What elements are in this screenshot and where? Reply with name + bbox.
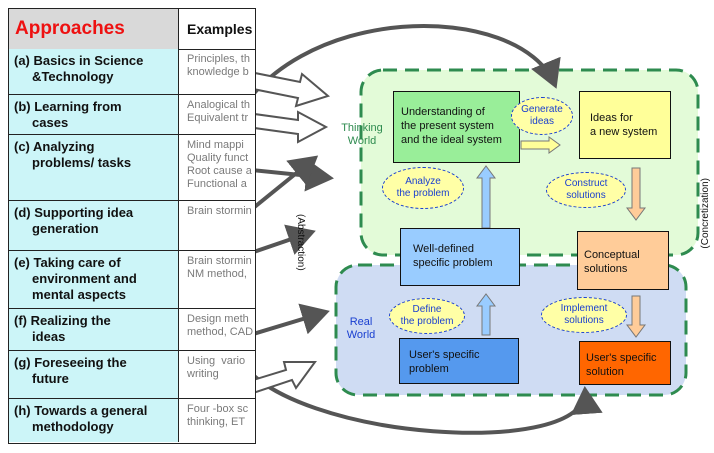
analyze-problem-ellipse: Analyze the problem — [382, 167, 464, 209]
implement-solutions-ellipse: Implement solutions — [541, 297, 627, 333]
define-problem-ellipse: Define the problem — [389, 298, 465, 334]
approach-cell: (g) Foreseeing the future — [9, 351, 179, 398]
arrow-conceptual-to-solution — [626, 295, 646, 338]
table-row: (b) Learning from cases Analogical th Eq… — [9, 95, 255, 135]
approach-cell: (f) Realizing the ideas — [9, 309, 179, 350]
ideas-box: Ideas for a new system — [579, 91, 671, 159]
examples-cell: Brain stormin — [187, 205, 252, 217]
approach-cell: (d) Supporting idea generation — [9, 201, 179, 250]
users-specific-problem-box: User's specific problem — [399, 338, 519, 384]
table-header: Approaches Examples — [9, 9, 255, 50]
well-defined-problem-box: Well-defined specific problem — [400, 228, 520, 286]
table-row: (d) Supporting idea generation Brain sto… — [9, 201, 255, 251]
table-row: (f) Realizing the ideas Design meth meth… — [9, 309, 255, 351]
construct-solutions-ellipse: Construct solutions — [546, 172, 626, 208]
examples-cell: Using vario writing — [187, 355, 246, 380]
table-row: (a) Basics in Science &Technology Princi… — [9, 49, 255, 95]
approach-cell: (a) Basics in Science &Technology — [9, 49, 179, 94]
generate-ideas-ellipse: Generate ideas — [511, 97, 573, 135]
arrow-welldefined-to-understanding — [476, 165, 496, 229]
abstraction-label: (Abstraction) — [295, 214, 306, 271]
concretization-label: (Concretization) — [700, 178, 711, 249]
approach-cell: (c) Analyzing problems/ tasks — [9, 135, 179, 200]
examples-cell: Analogical th Equivalent tr — [187, 99, 250, 124]
table-row: (g) Foreseeing the future Using vario wr… — [9, 351, 255, 399]
curve-arrow-bottom — [238, 358, 603, 435]
table-row: (e) Taking care of environment and menta… — [9, 251, 255, 309]
examples-cell: Principles, th knowledge b — [187, 53, 250, 78]
arrow-problem-to-welldefined — [476, 293, 496, 336]
approach-cell: (e) Taking care of environment and menta… — [9, 251, 179, 308]
header-examples: Examples — [179, 9, 255, 49]
approaches-table: Approaches Examples (a) Basics in Scienc… — [8, 8, 256, 444]
thinking-world-label: Thinking World — [341, 122, 383, 147]
table-row: (h) Towards a general methodology Four -… — [9, 399, 255, 442]
approach-cell: (h) Towards a general methodology — [9, 399, 179, 442]
examples-cell: Mind mappi Quality funct Root cause a Fu… — [187, 139, 252, 190]
approach-cell: (b) Learning from cases — [9, 95, 179, 134]
understanding-box: Understanding of the present system and … — [393, 91, 520, 163]
header-approaches: Approaches — [9, 9, 179, 49]
examples-cell: Design meth method, CAD — [187, 313, 254, 338]
examples-cell: Brain stormin NM method, — [187, 255, 252, 280]
table-row: (c) Analyzing problems/ tasks Mind mappi… — [9, 135, 255, 201]
examples-cell: Four -box sc thinking, ET — [187, 403, 249, 428]
conceptual-solutions-box: Conceptual solutions — [577, 231, 669, 290]
arrow-understanding-to-ideas — [520, 136, 561, 154]
real-world-label: Real World — [346, 316, 376, 341]
users-specific-solution-box: User's specific solution — [579, 341, 671, 385]
arrow-ideas-to-conceptual — [626, 167, 646, 221]
